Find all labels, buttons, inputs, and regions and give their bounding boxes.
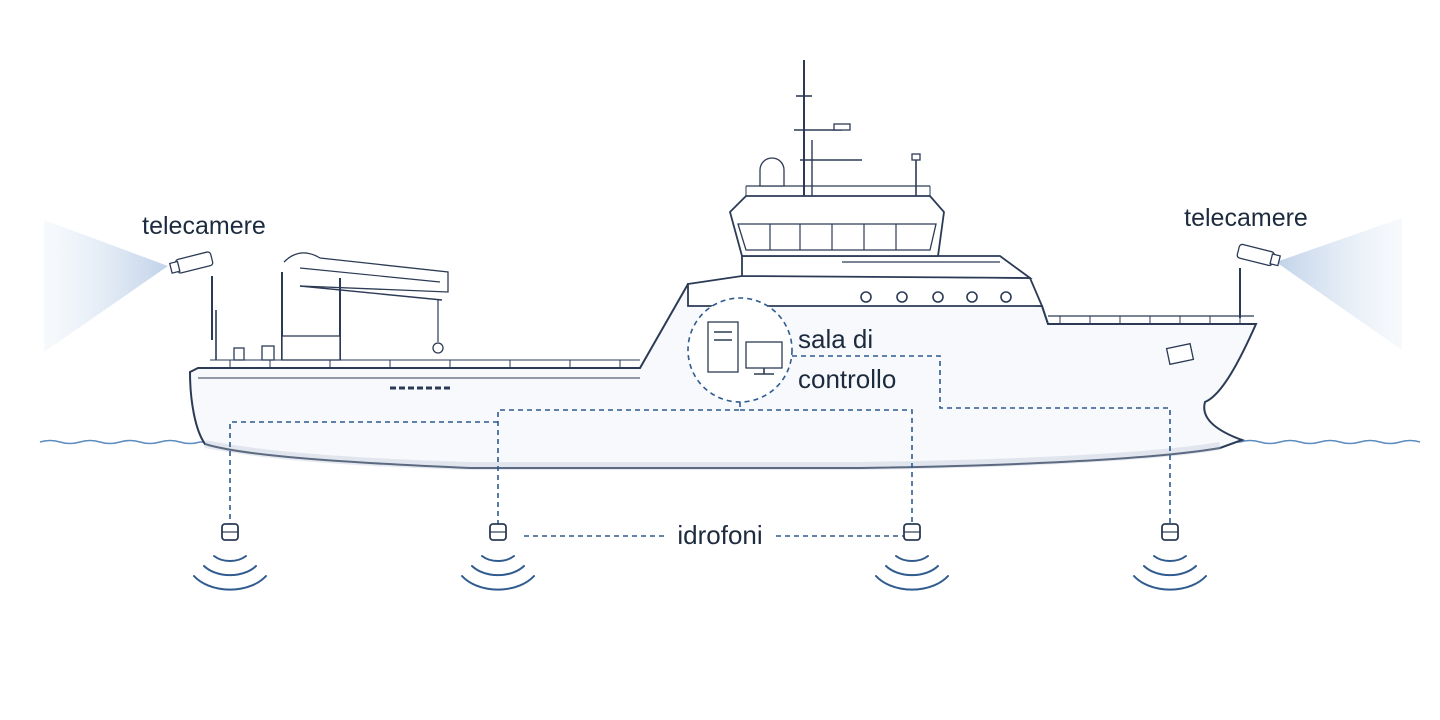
camera-left — [168, 251, 214, 340]
sonar-waves-icon — [875, 555, 949, 591]
hydrophone-icon — [489, 523, 507, 541]
cable-network — [229, 355, 1171, 537]
camera-right — [1236, 243, 1282, 318]
ship-superstructure — [687, 60, 1044, 307]
label-control-room-line2: controllo — [798, 364, 896, 394]
camera-beam-left — [44, 220, 168, 352]
label-camera-right: telecamere — [1184, 204, 1308, 232]
camera-icon — [168, 251, 214, 274]
computer-tower-icon — [707, 321, 739, 373]
water-line-right — [1239, 439, 1421, 445]
label-camera-left: telecamere — [142, 212, 266, 240]
hydrophone-icon — [903, 523, 921, 541]
camera-beam-right — [1276, 218, 1402, 350]
control-room — [687, 297, 793, 403]
water-line-left — [39, 439, 201, 445]
sonar-waves-icon — [193, 555, 267, 591]
portholes — [860, 291, 1012, 303]
label-hydrophones: idrofoni — [677, 520, 762, 550]
hydrophone-icon — [221, 523, 239, 541]
label-control-room-line1: sala di — [798, 324, 873, 354]
camera-icon — [1236, 243, 1282, 267]
hydrophone-icon — [1161, 523, 1179, 541]
hydrophone-1 — [193, 523, 267, 591]
monitor-icon — [745, 341, 783, 375]
hydrophone-2 — [461, 523, 535, 591]
hydrophone-4 — [1133, 523, 1207, 591]
hydrophone-3 — [875, 523, 949, 591]
sonar-waves-icon — [1133, 555, 1207, 591]
sonar-waves-icon — [461, 555, 535, 591]
ship-crane — [215, 252, 449, 361]
